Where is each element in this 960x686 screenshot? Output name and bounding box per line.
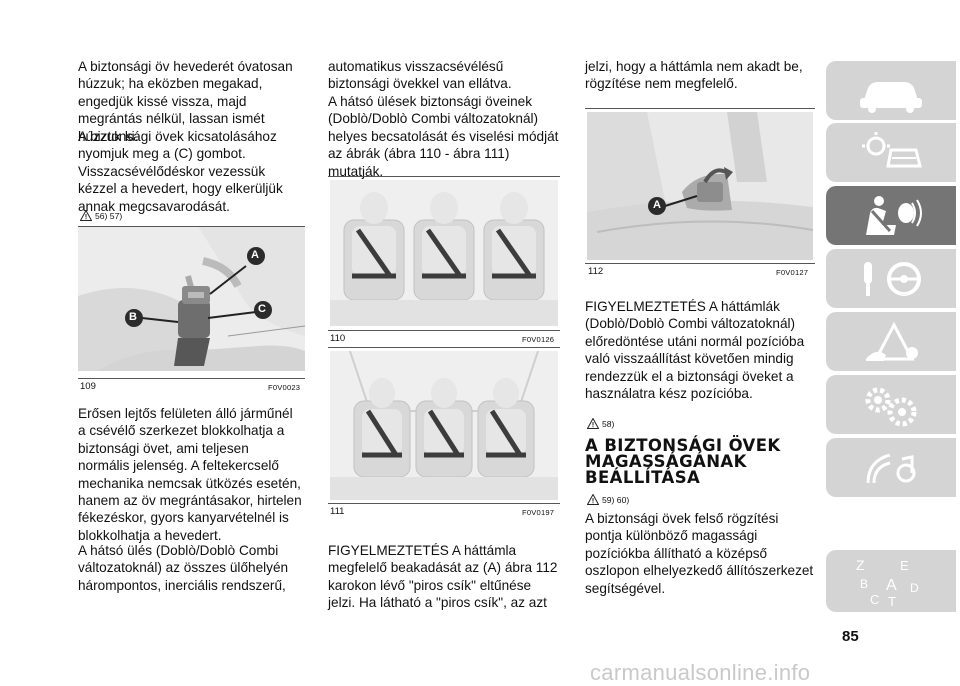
sidebar-tab-index[interactable]: Z E B A D C T [826, 550, 956, 612]
page-number: 85 [842, 628, 859, 645]
warning-reference: 56) 57) [80, 210, 122, 221]
paragraph: jelzi, hogy a háttámla nem akadt be, rög… [585, 59, 803, 92]
warning-icon [80, 210, 92, 221]
sidebar-tab-driving[interactable] [826, 249, 956, 308]
figure-rule [585, 263, 815, 264]
index-letter: B [860, 577, 868, 591]
figure-code: F0V0127 [776, 268, 809, 277]
figure-112-seat-backrest-lever: A [587, 112, 813, 260]
dashboard-lights-icon [862, 131, 922, 167]
index-letter: Z [856, 557, 865, 573]
figure-code: F0V0197 [522, 508, 555, 517]
figure-110-rear-seats [330, 180, 558, 326]
warning-reference: 59) 60) [587, 494, 629, 505]
figure-rule [328, 330, 560, 331]
chapter-sidebar: Z E B A D C T [826, 0, 956, 620]
index-letter: E [900, 558, 909, 573]
paragraph: FIGYELMEZTETÉS A háttámlák (Doblò/Doblò … [585, 299, 805, 402]
figure-rule [78, 378, 305, 379]
backrest-lever-illustration [587, 112, 813, 260]
figure-rule [78, 226, 305, 227]
paragraph: A biztonsági övek kicsatolásához nyomjuk… [78, 129, 283, 214]
figure-rule [328, 503, 560, 504]
seat-belt-buckle-illustration [78, 226, 305, 371]
index-letter: C [870, 592, 879, 607]
figure-rule [585, 108, 815, 109]
section-heading: A BIZTONSÁGI ÖVEK MAGASSÁGÁNAK BEÁLLÍTÁS… [585, 436, 781, 487]
figure-number: 112 [588, 266, 604, 277]
rear-seats-illustration [330, 180, 558, 326]
figure-rule [328, 347, 560, 348]
car-icon [860, 81, 922, 113]
paragraph: Erősen lejtős felületen álló járműnél a … [78, 406, 302, 543]
paragraph: A biztonsági öv hevederét óvatosan húzzu… [78, 59, 293, 144]
warning-icon [587, 418, 599, 429]
warning-icon [587, 494, 599, 505]
figure-number: 110 [330, 333, 346, 344]
index-letters-icon: Z E B A D C T [856, 557, 919, 609]
multimedia-icon [866, 453, 916, 483]
callout-label: A [653, 199, 661, 211]
index-letter: A [886, 577, 897, 594]
sidebar-tab-multimedia[interactable] [826, 438, 956, 497]
callout-label: C [258, 303, 266, 315]
callout-label: A [251, 249, 259, 261]
warning-triangle-icon [866, 321, 918, 361]
figure-109-seat-belt-buckle: A C B [78, 226, 305, 371]
sidebar-tab-safety[interactable] [826, 186, 956, 245]
watermark-footer[interactable]: carmanualsonline.info [590, 660, 811, 685]
figure-number: 111 [330, 506, 345, 517]
figure-code: F0V0023 [268, 383, 301, 392]
index-letter: D [910, 581, 919, 595]
figure-number: 109 [80, 381, 96, 392]
key-steering-wheel-icon [864, 261, 921, 296]
seat-airbag-icon [866, 195, 922, 235]
sidebar-tab-car[interactable] [826, 61, 956, 120]
paragraph: FIGYELMEZTETÉS A háttámla megfelelő beak… [328, 543, 558, 611]
callout-label: B [129, 311, 137, 323]
figure-rule [328, 176, 560, 177]
sidebar-tab-dashboard[interactable] [826, 123, 956, 182]
paragraph: automatikus visszacsévélésű biztonsági ö… [328, 59, 512, 92]
paragraph: A hátsó ülés (Doblò/Doblò Combi változat… [78, 543, 289, 593]
rear-seats-belted-illustration [330, 351, 558, 500]
figure-111-rear-seats [330, 351, 558, 500]
sidebar-tab-emergency[interactable] [826, 312, 956, 371]
paragraph: A biztonsági övek felső rögzítési pontja… [585, 511, 814, 596]
sidebar-tab-maintenance[interactable] [826, 375, 956, 434]
warning-reference: 58) [587, 418, 614, 429]
gears-icon [865, 387, 917, 426]
index-letter: T [888, 594, 896, 609]
figure-code: F0V0126 [522, 335, 555, 344]
paragraph: A hátsó ülések biztonsági öveinek (Doblò… [328, 94, 559, 179]
